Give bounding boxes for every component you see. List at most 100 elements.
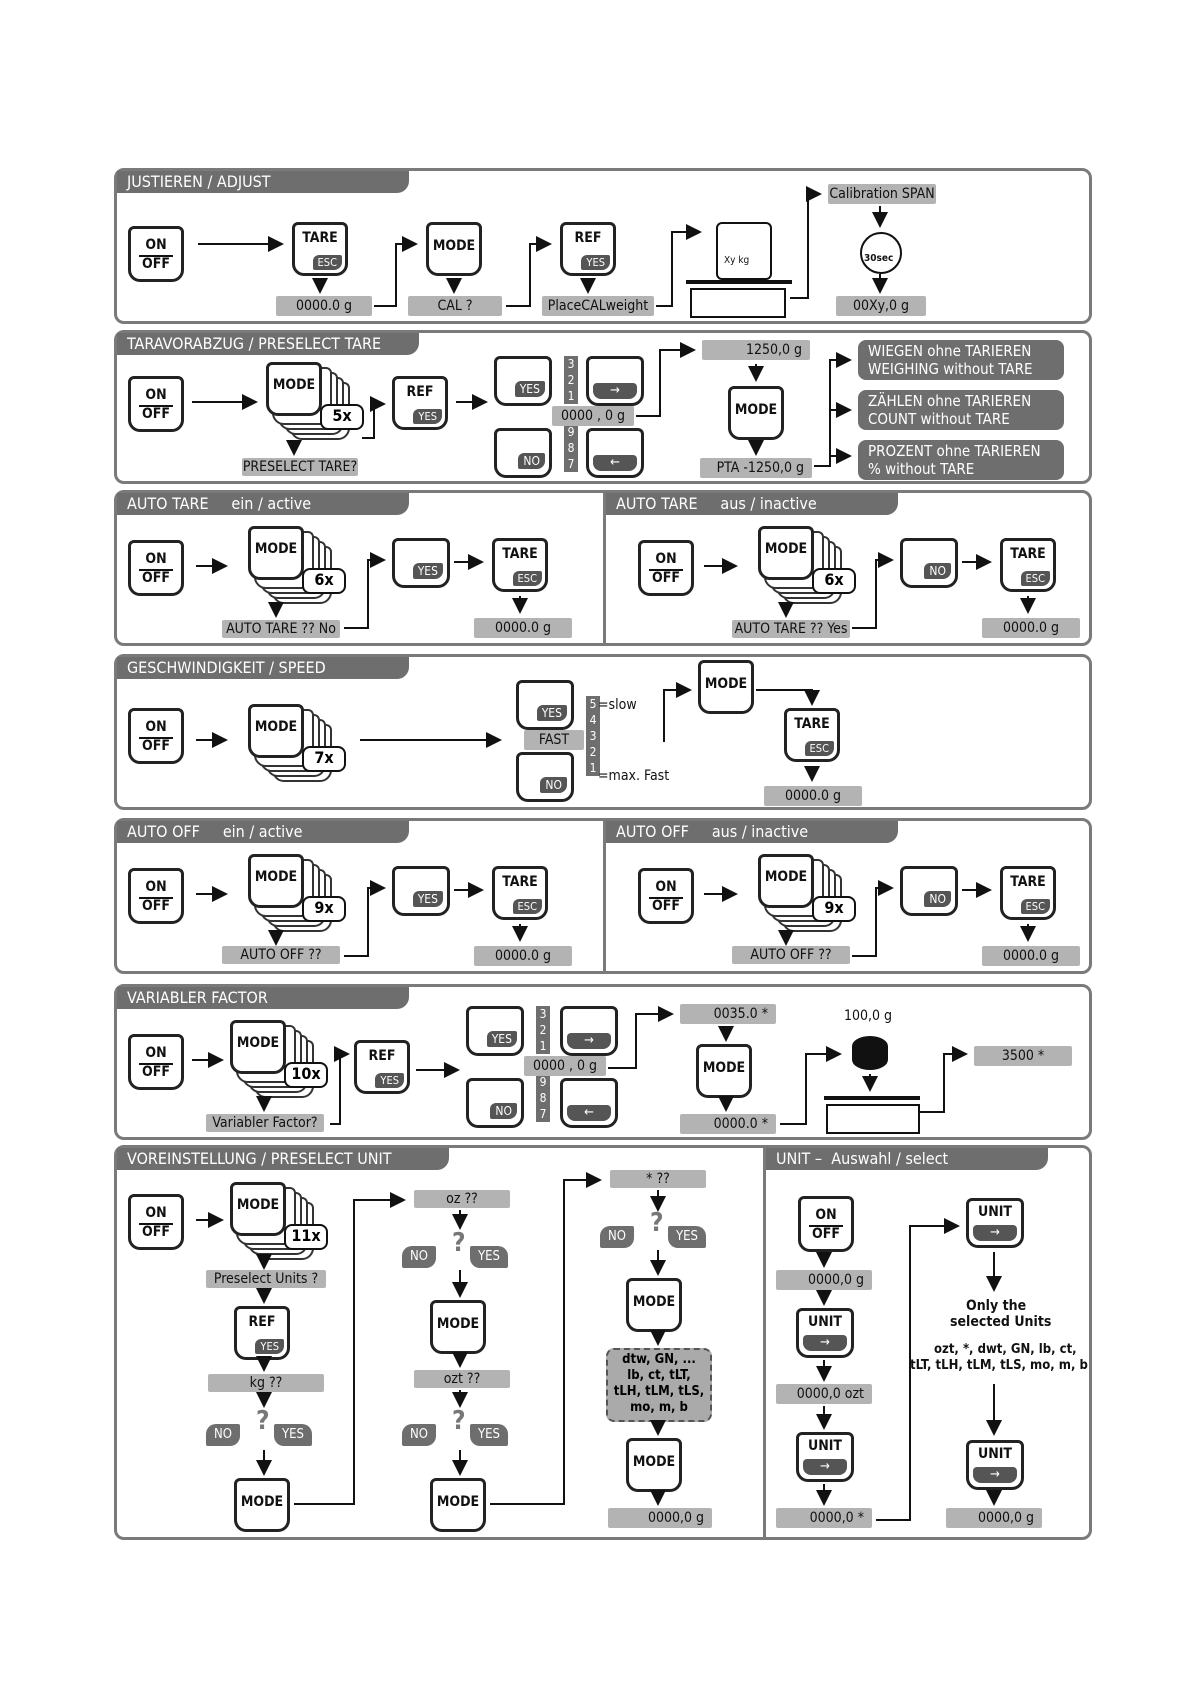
key-label: UNIT: [807, 1438, 843, 1454]
no-key[interactable]: NO: [466, 1078, 524, 1128]
question-mark: ?: [452, 1406, 466, 1436]
display-pta: PTA -1250,0 g: [700, 458, 812, 478]
no-key[interactable]: NO: [900, 538, 958, 588]
key-sublabel: NO: [490, 1103, 517, 1119]
no-key[interactable]: NO: [494, 428, 552, 478]
unit-key[interactable]: UNIT→: [796, 1432, 854, 1482]
option-line-1: WIEGEN ohne TARIEREN: [868, 342, 1032, 360]
yes-key[interactable]: YES: [392, 866, 450, 916]
right-arrow-key[interactable]: →: [560, 1006, 618, 1056]
no-tab[interactable]: NO: [600, 1226, 634, 1248]
units-list: tLT, tLH, tLM, tLS, mo, m, b: [910, 1358, 1088, 1373]
display-g: 0000,0 g: [776, 1270, 872, 1290]
on-label: ON: [145, 1045, 167, 1061]
display-result: 3500 *: [974, 1046, 1072, 1066]
press-count: 9x: [302, 896, 346, 922]
speed-digit: 5: [586, 696, 600, 712]
panel-title-right: AUTO OFF aus / inactive: [606, 821, 898, 843]
mode-key[interactable]: MODE: [698, 660, 754, 714]
mode-key[interactable]: MODE: [426, 222, 482, 276]
key-label: MODE: [632, 1454, 676, 1470]
digit: 9: [536, 1074, 550, 1090]
units-list: ozt, *, dwt, GN, lb, ct,: [934, 1342, 1077, 1357]
mode-key[interactable]: MODE: [430, 1478, 486, 1532]
mode-key[interactable]: MODE: [266, 362, 322, 416]
mode-key[interactable]: MODE: [234, 1478, 290, 1532]
press-count: 6x: [302, 568, 346, 594]
no-tab[interactable]: NO: [206, 1424, 240, 1446]
mode-key[interactable]: MODE: [758, 854, 814, 908]
panel-title-right: UNIT – Auswahl / select: [766, 1148, 1048, 1170]
yes-key[interactable]: YES: [494, 356, 552, 406]
yes-key[interactable]: YES: [516, 680, 574, 730]
mode-key[interactable]: MODE: [248, 704, 304, 758]
yes-key[interactable]: YES: [392, 538, 450, 588]
left-arrow-key[interactable]: ←: [560, 1078, 618, 1128]
scale-platform: [686, 280, 792, 284]
option-line-2: COUNT without TARE: [868, 410, 1010, 428]
mode-key[interactable]: MODE: [758, 526, 814, 580]
off-label: OFF: [142, 898, 170, 914]
mode-key[interactable]: MODE: [728, 386, 784, 440]
yes-tab[interactable]: YES: [668, 1226, 706, 1248]
on-off-key[interactable]: ON OFF: [128, 1034, 184, 1090]
no-key[interactable]: NO: [516, 752, 574, 802]
divider-line: [649, 897, 683, 899]
yes-tab[interactable]: YES: [470, 1246, 508, 1268]
mode-key[interactable]: MODE: [248, 526, 304, 580]
digit: 2: [564, 372, 578, 388]
left-arrow-key[interactable]: ←: [586, 428, 644, 478]
yes-tab[interactable]: YES: [274, 1424, 312, 1446]
no-tab[interactable]: NO: [402, 1424, 436, 1446]
unit-key[interactable]: UNIT→: [966, 1198, 1024, 1248]
press-count: 11x: [284, 1224, 328, 1250]
mode-key[interactable]: MODE: [230, 1020, 286, 1074]
key-sublabel: YES: [255, 1339, 284, 1354]
right-arrow-key[interactable]: →: [586, 356, 644, 406]
no-key[interactable]: NO: [900, 866, 958, 916]
mode-key[interactable]: MODE: [430, 1300, 486, 1354]
mode-key[interactable]: MODE: [230, 1182, 286, 1236]
yes-tab[interactable]: YES: [470, 1424, 508, 1446]
unit-key[interactable]: UNIT→: [796, 1308, 854, 1358]
mode-key[interactable]: MODE: [626, 1278, 682, 1332]
mode-key[interactable]: MODE: [626, 1438, 682, 1492]
unit-key[interactable]: UNIT→: [966, 1440, 1024, 1490]
on-label: ON: [145, 719, 167, 735]
mode-key[interactable]: MODE: [696, 1044, 752, 1098]
off-label: OFF: [142, 1064, 170, 1080]
yes-key[interactable]: YES: [466, 1006, 524, 1056]
weight-label: 100,0 g: [844, 1008, 893, 1024]
display-value: 0000 , 0 g: [552, 406, 634, 426]
no-tab[interactable]: NO: [402, 1246, 436, 1268]
mode-key[interactable]: MODE: [248, 854, 304, 908]
key-sublabel: NO: [924, 891, 951, 907]
